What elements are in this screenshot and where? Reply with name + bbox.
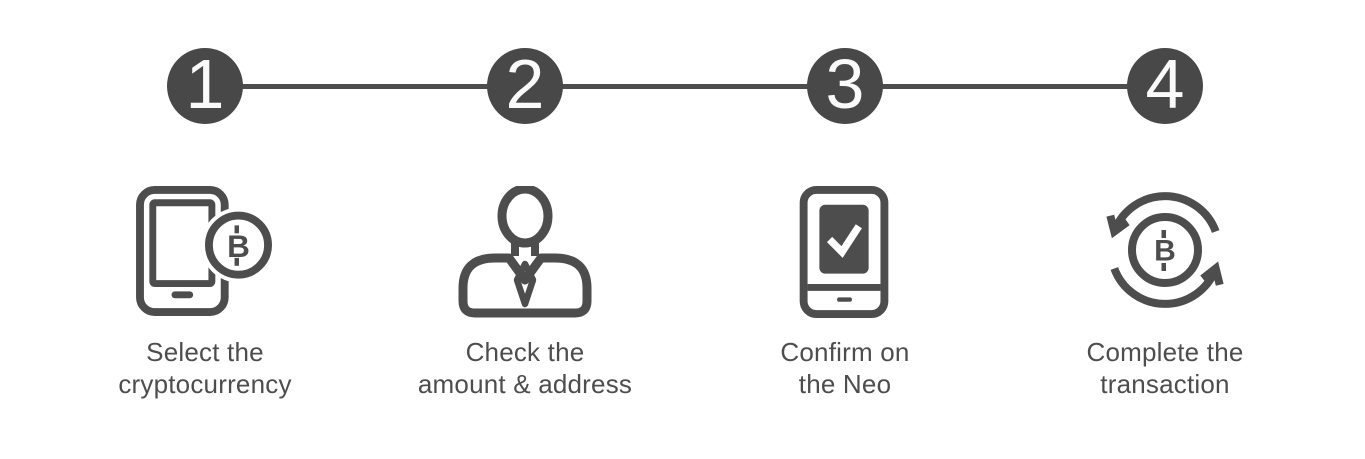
- refresh-bitcoin-icon: B: [1106, 192, 1224, 308]
- step-1: 1 B Select the cryptocurrency: [45, 45, 365, 400]
- bitcoin-glyph: B: [227, 228, 250, 264]
- steps-row: 1 B Select the cryptocurrency: [45, 45, 1325, 400]
- step-4-number-badge: 4: [1127, 45, 1203, 124]
- device-brand-mark: [837, 297, 852, 302]
- step-1-number-badge: 1: [167, 45, 243, 124]
- step-connector-line: [205, 84, 1165, 89]
- step-4-label: Complete the transaction: [1086, 337, 1244, 399]
- device-checkmark-icon: [799, 186, 889, 318]
- person-icon: [458, 186, 592, 318]
- smartphone-bitcoin-icon: B: [136, 186, 275, 317]
- step-1-number: 1: [185, 45, 225, 123]
- step-3-number: 3: [825, 45, 865, 123]
- step-2-number-badge: 2: [487, 45, 563, 124]
- step-3: 3 Confirm on the Neo: [685, 45, 1005, 400]
- step-4-number: 4: [1145, 45, 1185, 123]
- step-1-label: Select the cryptocurrency: [118, 337, 292, 399]
- bitcoin-glyph: B: [1154, 235, 1176, 268]
- step-3-number-badge: 3: [807, 45, 883, 124]
- step-2-number: 2: [505, 45, 545, 123]
- step-3-label: Confirm on the Neo: [780, 337, 910, 399]
- step-2: 2 Check the amount & address: [365, 45, 685, 400]
- step-2-label: Check the amount & address: [417, 337, 633, 399]
- step-4: 4 B Complete the transaction: [1005, 45, 1325, 400]
